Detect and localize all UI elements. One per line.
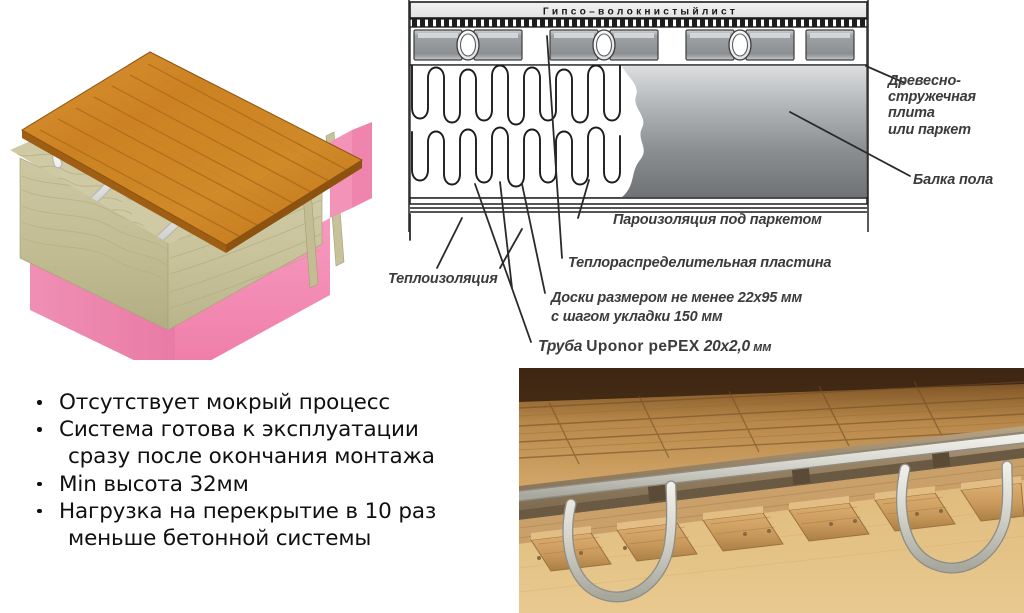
callout-pipe-unit: мм — [749, 340, 772, 354]
callout-heat-distribution-plate: Теплораспределительная пластина — [568, 255, 832, 271]
benefit-line-1: Отсутствует мокрый процесс — [59, 390, 391, 415]
bullet-dot-icon — [37, 427, 42, 432]
bullet-dot-icon — [37, 400, 42, 405]
serrated-membrane-layer — [409, 18, 868, 28]
gypsum-board-label: Г и п с о – в о л о к н и с т ы й л и с … — [543, 7, 735, 18]
benefits-list: Отсутствует мокрый процесс Система готов… — [28, 389, 498, 552]
gypsum-fibre-board-layer: Г и п с о – в о л о к н и с т ы й л и с … — [409, 1, 868, 19]
callout-chipboard-or-parquet: Древесно- стружечная плита или паркет — [888, 73, 1020, 138]
floor-beam — [622, 66, 866, 197]
callout-pipe-spec: Труба Uponor pePEX 20х2,0 мм — [538, 338, 772, 355]
callout-boards-spec: Доски размером не менее 22х95 мм с шагом… — [551, 289, 851, 326]
callout-pipe-suffix: 20х2,0 — [699, 338, 750, 355]
list-item: Нагрузка на перекрытие в 10 раз меньше б… — [28, 498, 498, 552]
pipe-cross-section — [456, 29, 480, 61]
bullet-dot-icon — [37, 508, 42, 514]
parquet-top-board — [21, 51, 364, 253]
list-item: Система готова к эксплуатации сразу посл… — [28, 416, 498, 470]
callout-chipboard-line3: или паркет — [888, 121, 971, 138]
benefit-line-1: Система готова к эксплуатации — [59, 417, 419, 443]
benefit-line-2: меньше бетонной системы — [68, 525, 372, 551]
pipe-cross-section — [592, 29, 616, 61]
list-item: Отсутствует мокрый процесс — [28, 389, 498, 416]
callout-chipboard-line2: стружечная плита — [888, 89, 976, 122]
installation-photo — [519, 368, 1024, 613]
callout-vapor-barrier: Пароизоляция под паркетом — [613, 212, 822, 228]
bullet-dot-icon — [37, 481, 42, 487]
benefit-line-1: Min высота 32мм — [59, 471, 249, 497]
cross-section-diagram: Г и п с о – в о л о к н и с т ы й л и с … — [404, 0, 874, 240]
isometric-illustration — [0, 30, 400, 360]
callout-pipe-brand: Uponor pePEX — [586, 338, 700, 355]
benefit-line-1: Нагрузка на перекрытие в 10 раз — [59, 498, 437, 524]
callout-pipe-prefix: Труба — [538, 338, 587, 355]
benefit-line-2: сразу после окончания монтажа — [68, 444, 435, 470]
callout-boards-line2: с шагом укладки 150 мм — [551, 308, 723, 325]
pipe-cross-section — [728, 29, 752, 61]
callout-floor-beam: Балка пола — [913, 172, 993, 188]
battens-plates-pipes-layer — [409, 26, 868, 66]
callout-chipboard-line1: Древесно- — [888, 73, 961, 89]
callout-thermal-insulation: Теплоизоляция — [388, 271, 498, 287]
list-item: Min высота 32мм — [28, 471, 498, 498]
vapour-barrier-layer — [409, 197, 868, 213]
pex-pipe-photo — [519, 432, 1024, 603]
callout-boards-line1: Доски размером не менее 22х95 мм — [551, 290, 802, 306]
insulation-and-beam-layer — [409, 64, 868, 199]
